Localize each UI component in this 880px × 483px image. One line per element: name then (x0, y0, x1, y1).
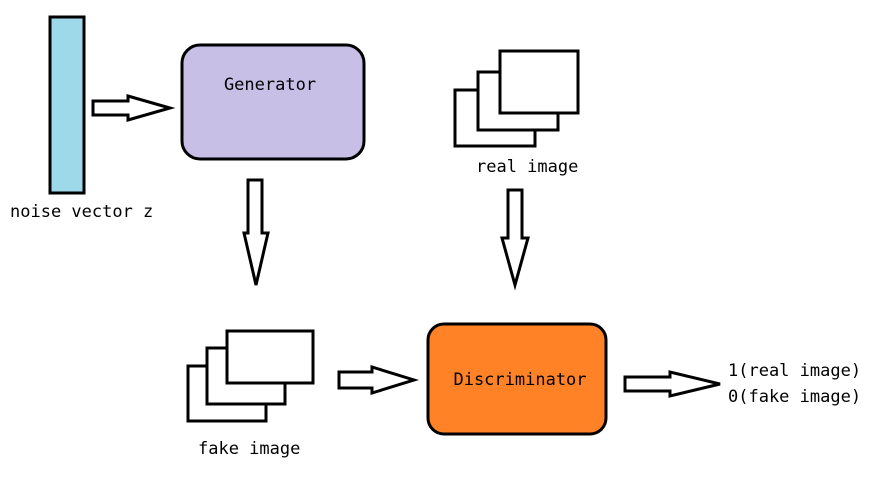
discriminator-label: Discriminator (453, 370, 586, 390)
generator-label: Generator (224, 75, 316, 95)
arrow-discriminator-to-output (623, 370, 721, 398)
output-real-label: 1(real image) (728, 361, 861, 381)
real-image-stack (453, 49, 580, 148)
arrow-noise-to-generator (91, 94, 176, 122)
arrow-generator-to-fake (242, 178, 270, 286)
fake-image-label: fake image (198, 439, 300, 459)
noise-vector-label: noise vector z (10, 202, 153, 222)
arrow-real-to-discriminator (500, 188, 530, 291)
real-image-label: real image (476, 157, 578, 177)
generator-box (180, 43, 366, 161)
discriminator-box (426, 322, 608, 436)
output-fake-label: 0(fake image) (728, 387, 861, 407)
arrow-fake-to-discriminator (337, 364, 420, 396)
noise-vector-bar (48, 15, 86, 195)
fake-image-stack (186, 329, 315, 423)
